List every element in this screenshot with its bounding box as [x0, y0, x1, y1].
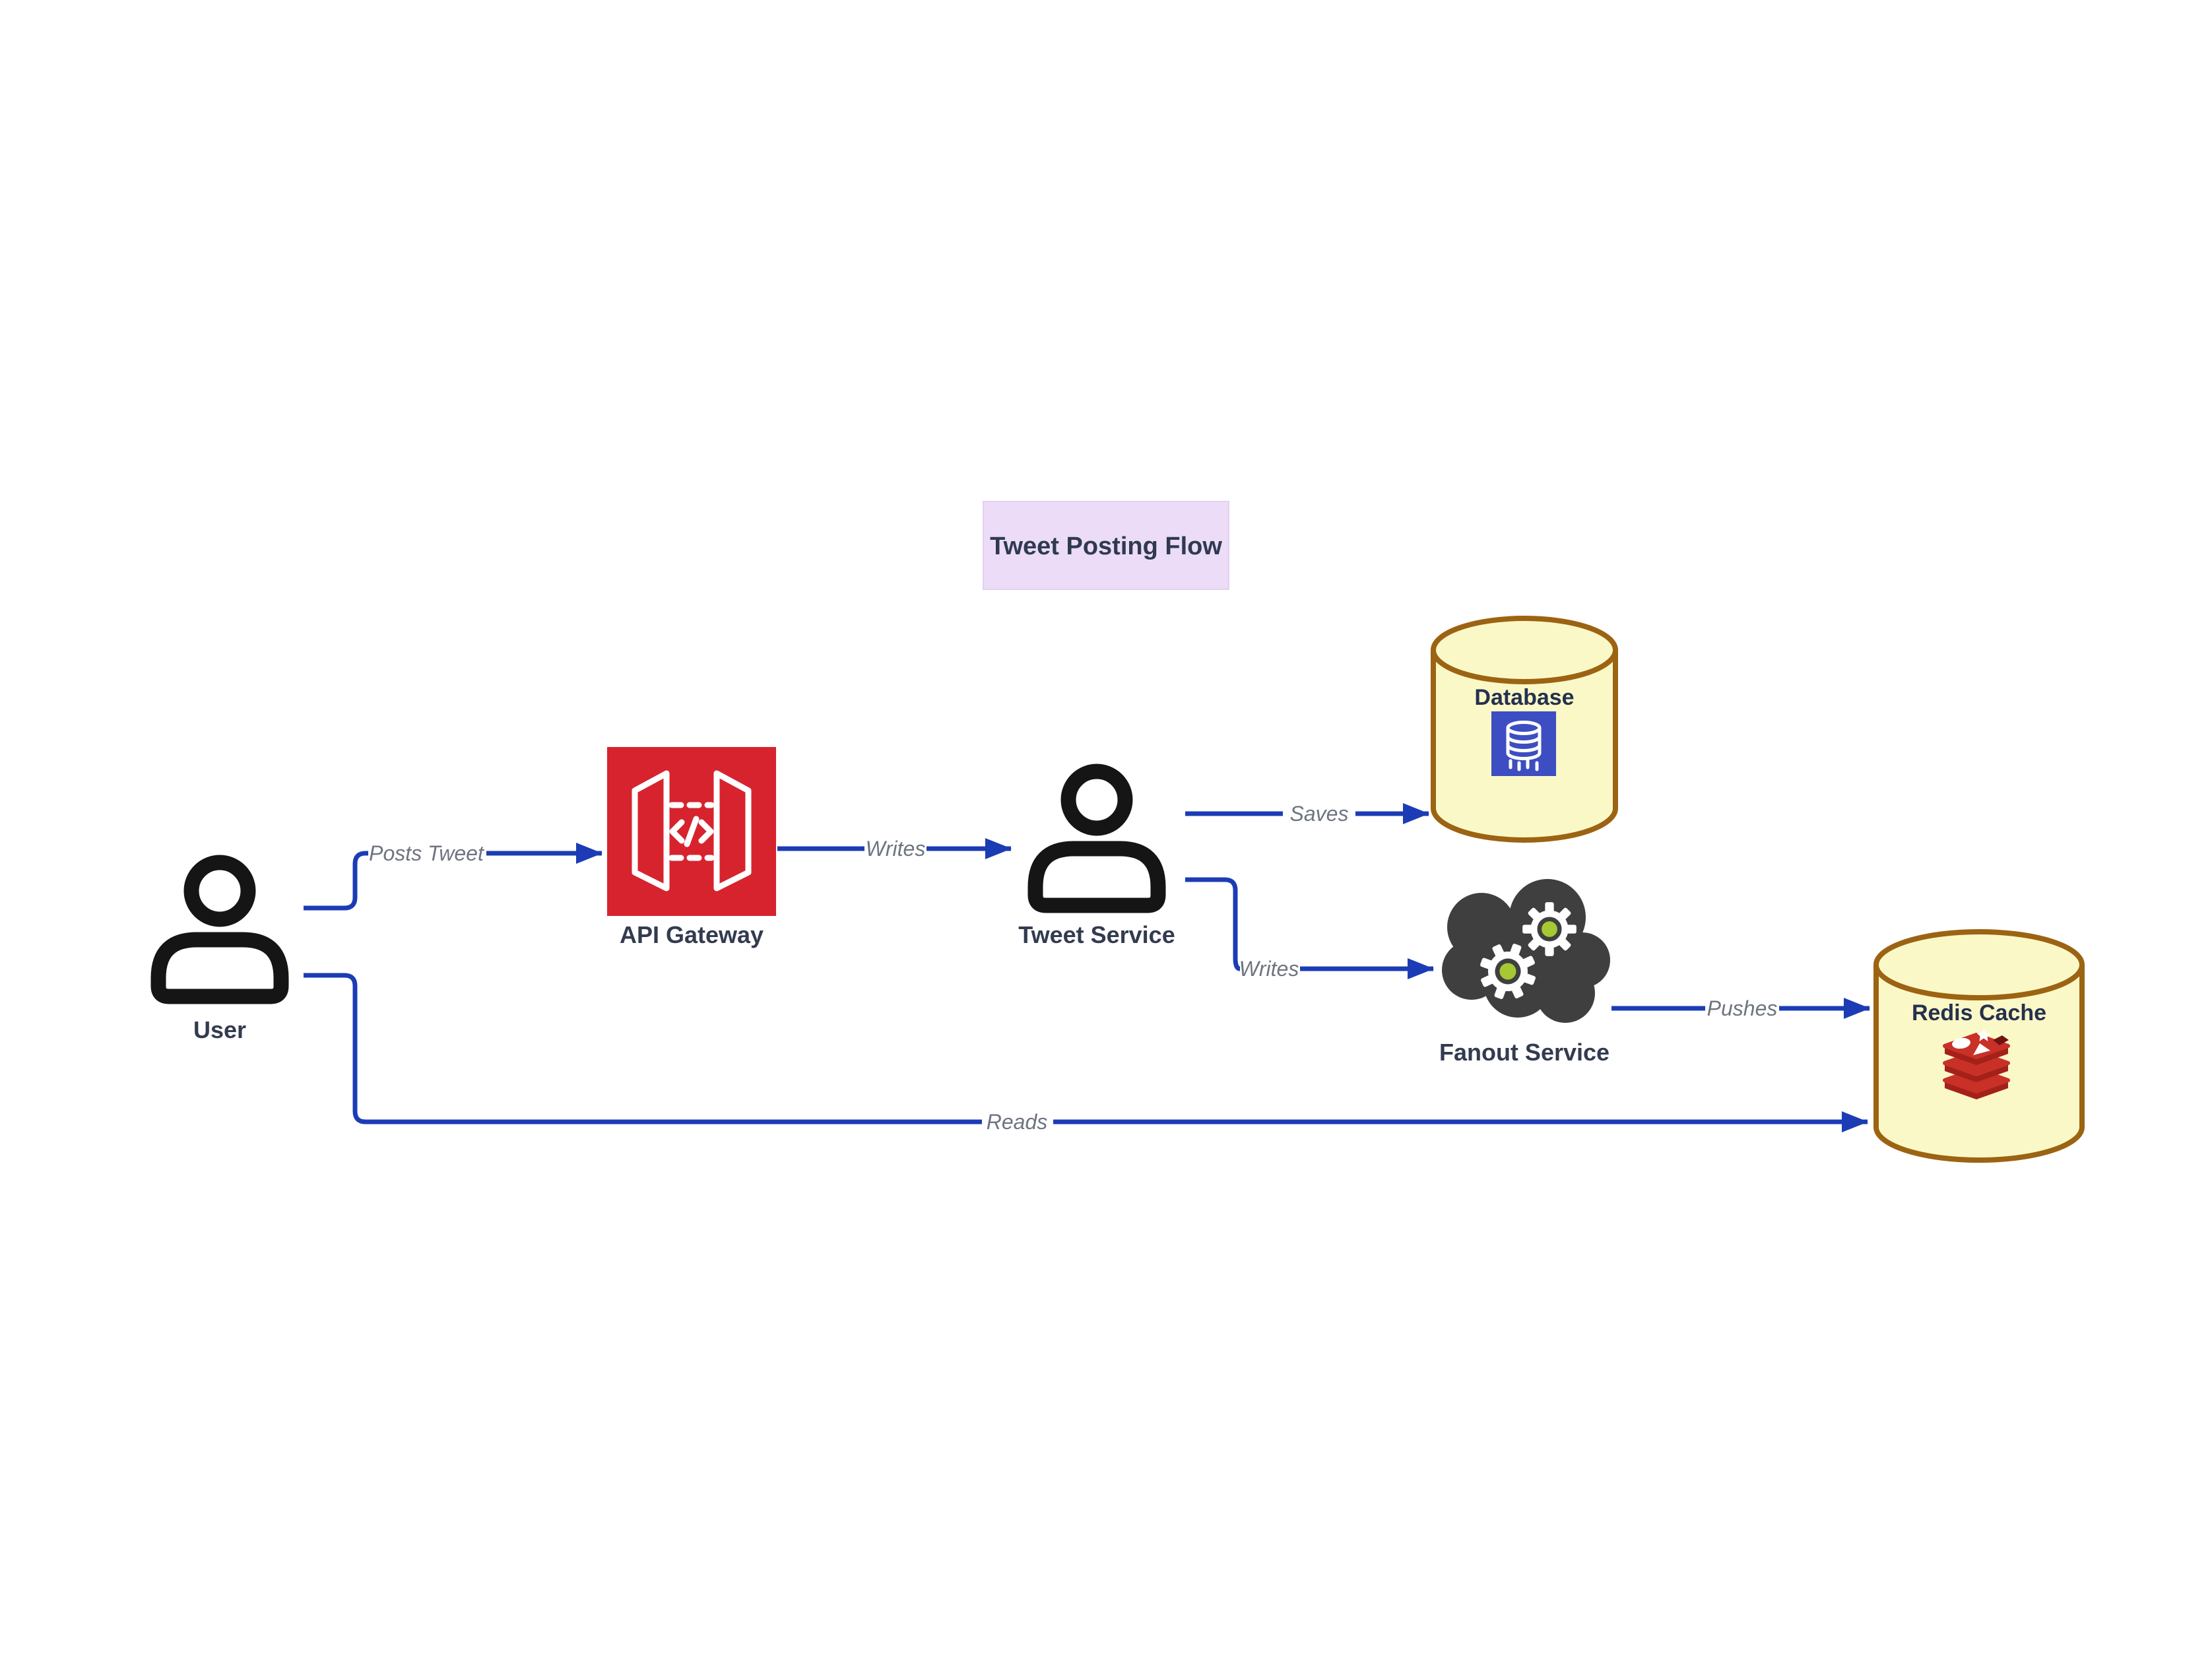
node-redis-cache-label: Redis Cache [1912, 1000, 2046, 1025]
edge-user-to-redis-curve [304, 973, 982, 1124]
diagram-title: Tweet Posting Flow [983, 501, 1229, 590]
node-database-label: Database [1474, 685, 1574, 710]
edge-label-saves: Saves [1290, 802, 1349, 826]
redis-cylinder-rim [1873, 964, 2085, 1000]
edge-fanout-to-redis: Pushes [1611, 996, 1870, 1020]
edge-user-to-redis: Reads [304, 973, 1868, 1134]
edge-api-gateway-to-tweet-service: Writes [777, 837, 1012, 861]
edge-tweet-service-to-database: Saves [1185, 802, 1429, 826]
database-glyph-icon [1491, 711, 1556, 776]
node-fanout-service: Fanout Service [1439, 879, 1610, 1066]
title-box [983, 501, 1229, 590]
node-redis-cache: Redis Cache [1873, 929, 2085, 1163]
edge-label-writes-2: Writes [1239, 957, 1299, 981]
edge-label-reads: Reads [987, 1110, 1048, 1134]
edge-tweet-service-to-fanout-curve [1185, 877, 1241, 971]
node-tweet-service-label: Tweet Service [1018, 921, 1175, 948]
edge-user-to-api-gateway-curve [304, 851, 368, 911]
edge-label-writes-1: Writes [866, 837, 926, 861]
database-cylinder-rim [1431, 649, 1618, 684]
edge-label-posts-tweet: Posts Tweet [369, 841, 484, 865]
node-api-gateway-label: API Gateway [620, 921, 764, 948]
cloud-icon [1442, 879, 1610, 1023]
edge-label-pushes: Pushes [1707, 996, 1778, 1020]
person-icon [1035, 771, 1158, 905]
node-api-gateway: API Gateway [607, 747, 776, 948]
redis-logo-icon [1945, 1028, 2009, 1099]
node-user: User [158, 862, 281, 1043]
edge-user-to-api-gateway: Posts Tweet [304, 841, 602, 911]
gear-icon [1522, 902, 1577, 956]
node-database: Database [1431, 616, 1618, 843]
node-fanout-service-label: Fanout Service [1439, 1039, 1610, 1066]
person-icon [158, 862, 281, 996]
api-gateway-glyph-icon [632, 770, 752, 892]
node-tweet-service: Tweet Service [1018, 771, 1175, 948]
edge-tweet-service-to-fanout: Writes [1185, 877, 1434, 981]
node-user-label: User [193, 1016, 246, 1043]
title-text: Tweet Posting Flow [990, 533, 1222, 560]
